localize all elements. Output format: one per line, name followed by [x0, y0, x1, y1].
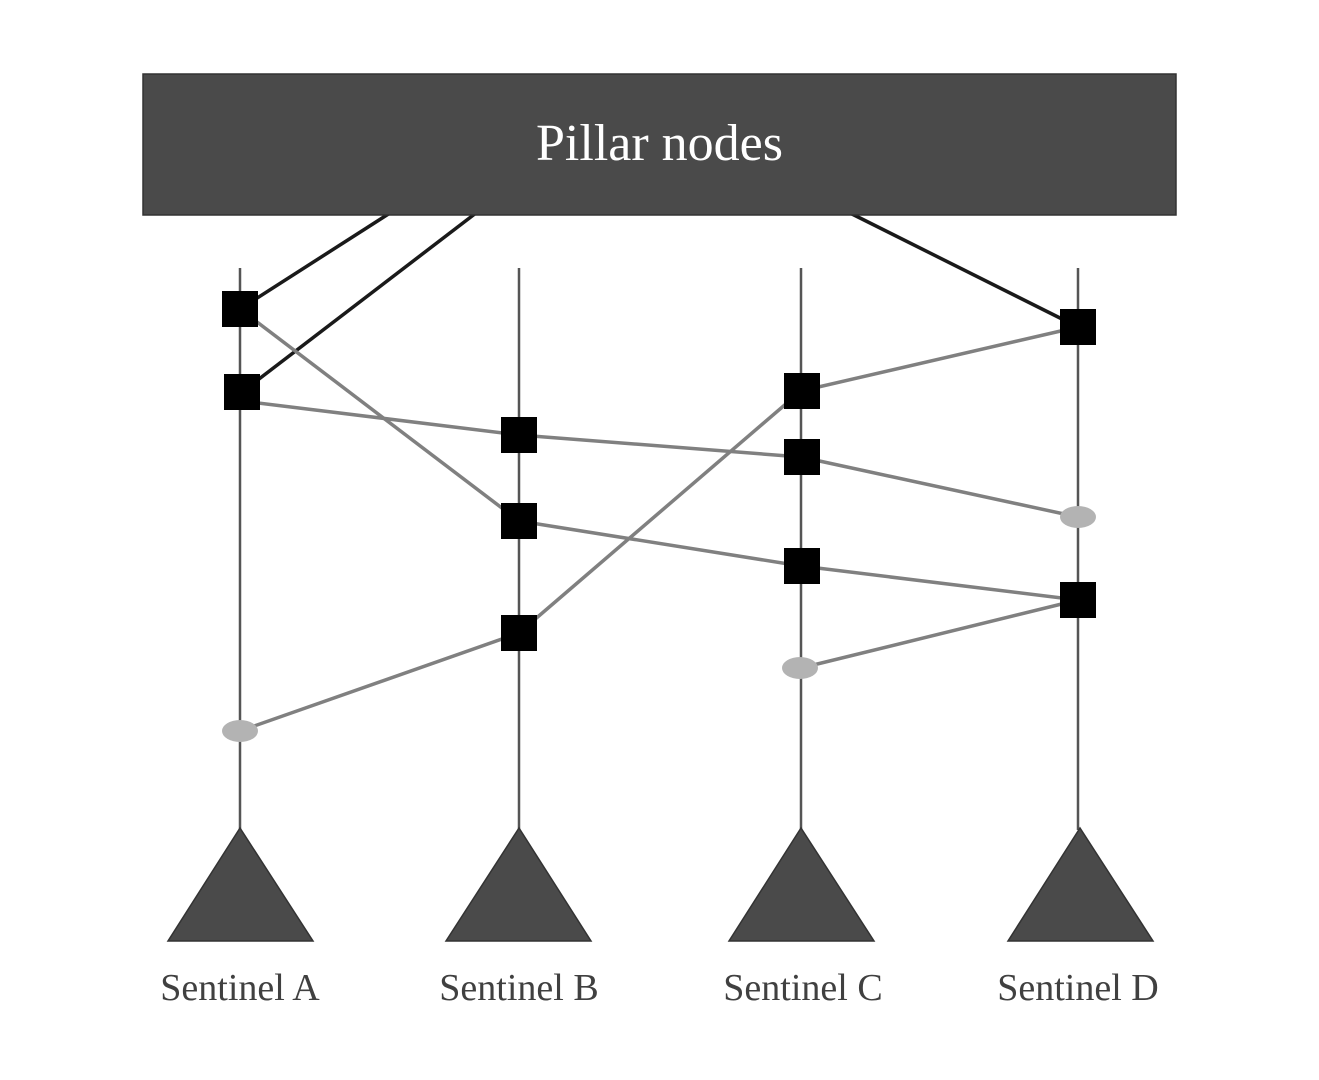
sentinel-c-triangle-icon — [727, 826, 876, 942]
block-c3 — [784, 548, 820, 584]
pillar-nodes-rect — [142, 73, 1177, 216]
sentinel-a-label: Sentinel A — [160, 967, 320, 1009]
block-b3 — [501, 615, 537, 651]
sentinel-c-label: Sentinel C — [723, 967, 882, 1009]
pending-d2 — [1060, 506, 1096, 528]
pillar-link-d-top — [849, 211, 1079, 329]
link-a2-b1 — [241, 399, 520, 437]
pending-a3 — [222, 720, 258, 742]
pending-c4 — [782, 657, 818, 679]
sentinel-a-triangle-icon — [166, 826, 315, 942]
block-d3 — [1060, 582, 1096, 618]
link-c4-d3 — [800, 598, 1079, 670]
link-b3-c1 — [517, 389, 803, 635]
link-c2-d2 — [800, 455, 1079, 519]
link-b2-c3 — [518, 519, 802, 568]
block-c2 — [784, 439, 820, 475]
block-a2 — [224, 374, 260, 410]
pillar-link-a-top — [239, 211, 391, 311]
link-b1-c2 — [518, 433, 802, 459]
pillar-links — [239, 211, 1079, 394]
sentinel-b-label: Sentinel B — [439, 967, 598, 1009]
pillar-link-a-second — [240, 211, 478, 394]
block-a1 — [222, 291, 258, 327]
sentinel-d-label: Sentinel D — [997, 967, 1158, 1009]
message-links — [238, 307, 1079, 733]
block-b2 — [501, 503, 537, 539]
pillar-nodes-box: Pillar nodes — [142, 73, 1177, 216]
block-c1 — [784, 373, 820, 409]
block-d1 — [1060, 309, 1096, 345]
confirmed-blocks — [222, 291, 1096, 651]
sentinel-d-triangle-icon — [1006, 826, 1155, 942]
link-a1-b2 — [238, 307, 521, 523]
sentinel-triangles — [166, 826, 1155, 942]
pillar-nodes-title: Pillar nodes — [536, 115, 783, 172]
link-c3-d3 — [800, 564, 1079, 602]
sentinel-labels: Sentinel A Sentinel B Sentinel C Sentine… — [160, 967, 1158, 1009]
pending-blocks — [222, 506, 1096, 742]
sentinel-lanes — [238, 268, 1080, 830]
link-a3-b3 — [239, 631, 520, 733]
block-b1 — [501, 417, 537, 453]
link-c1-d1 — [800, 325, 1079, 393]
sentinel-b-triangle-icon — [444, 826, 593, 942]
